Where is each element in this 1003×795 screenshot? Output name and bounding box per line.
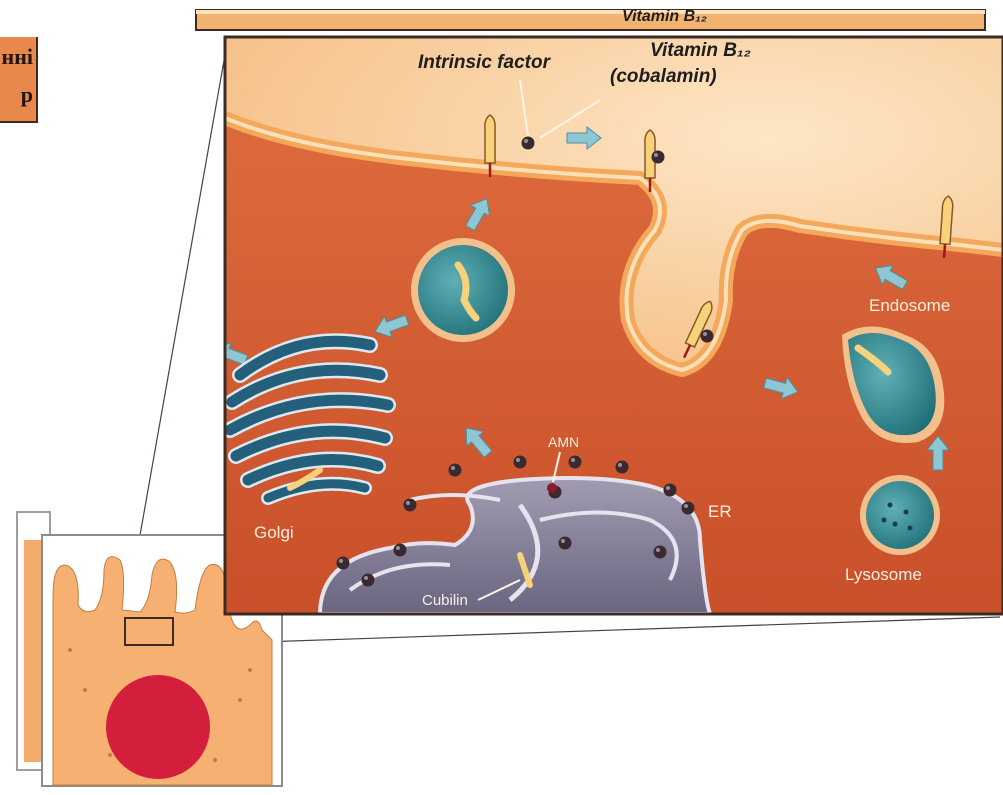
back-panel (196, 10, 985, 30)
lysosome-label: Lysosome (845, 565, 922, 585)
cobalamin-label: (cobalamin) (610, 66, 717, 88)
er-label: ER (708, 502, 732, 522)
amn-protein (547, 483, 557, 493)
amn-label: AMN (548, 434, 579, 450)
transport-vesicle (411, 238, 515, 342)
cubilin-label: Cubilin (422, 592, 468, 609)
lysosome (860, 475, 940, 555)
back-panel-title: Vitamin B₁₂ (622, 8, 707, 26)
golgi-label: Golgi (254, 523, 294, 543)
endosome-label: Endosome (869, 296, 950, 316)
vitamin-b12-label: Vitamin B₁₂ (650, 40, 751, 62)
intrinsic-factor-label: Intrinsic factor (418, 52, 550, 74)
main-panel (210, 37, 1003, 614)
nucleus (106, 675, 210, 779)
